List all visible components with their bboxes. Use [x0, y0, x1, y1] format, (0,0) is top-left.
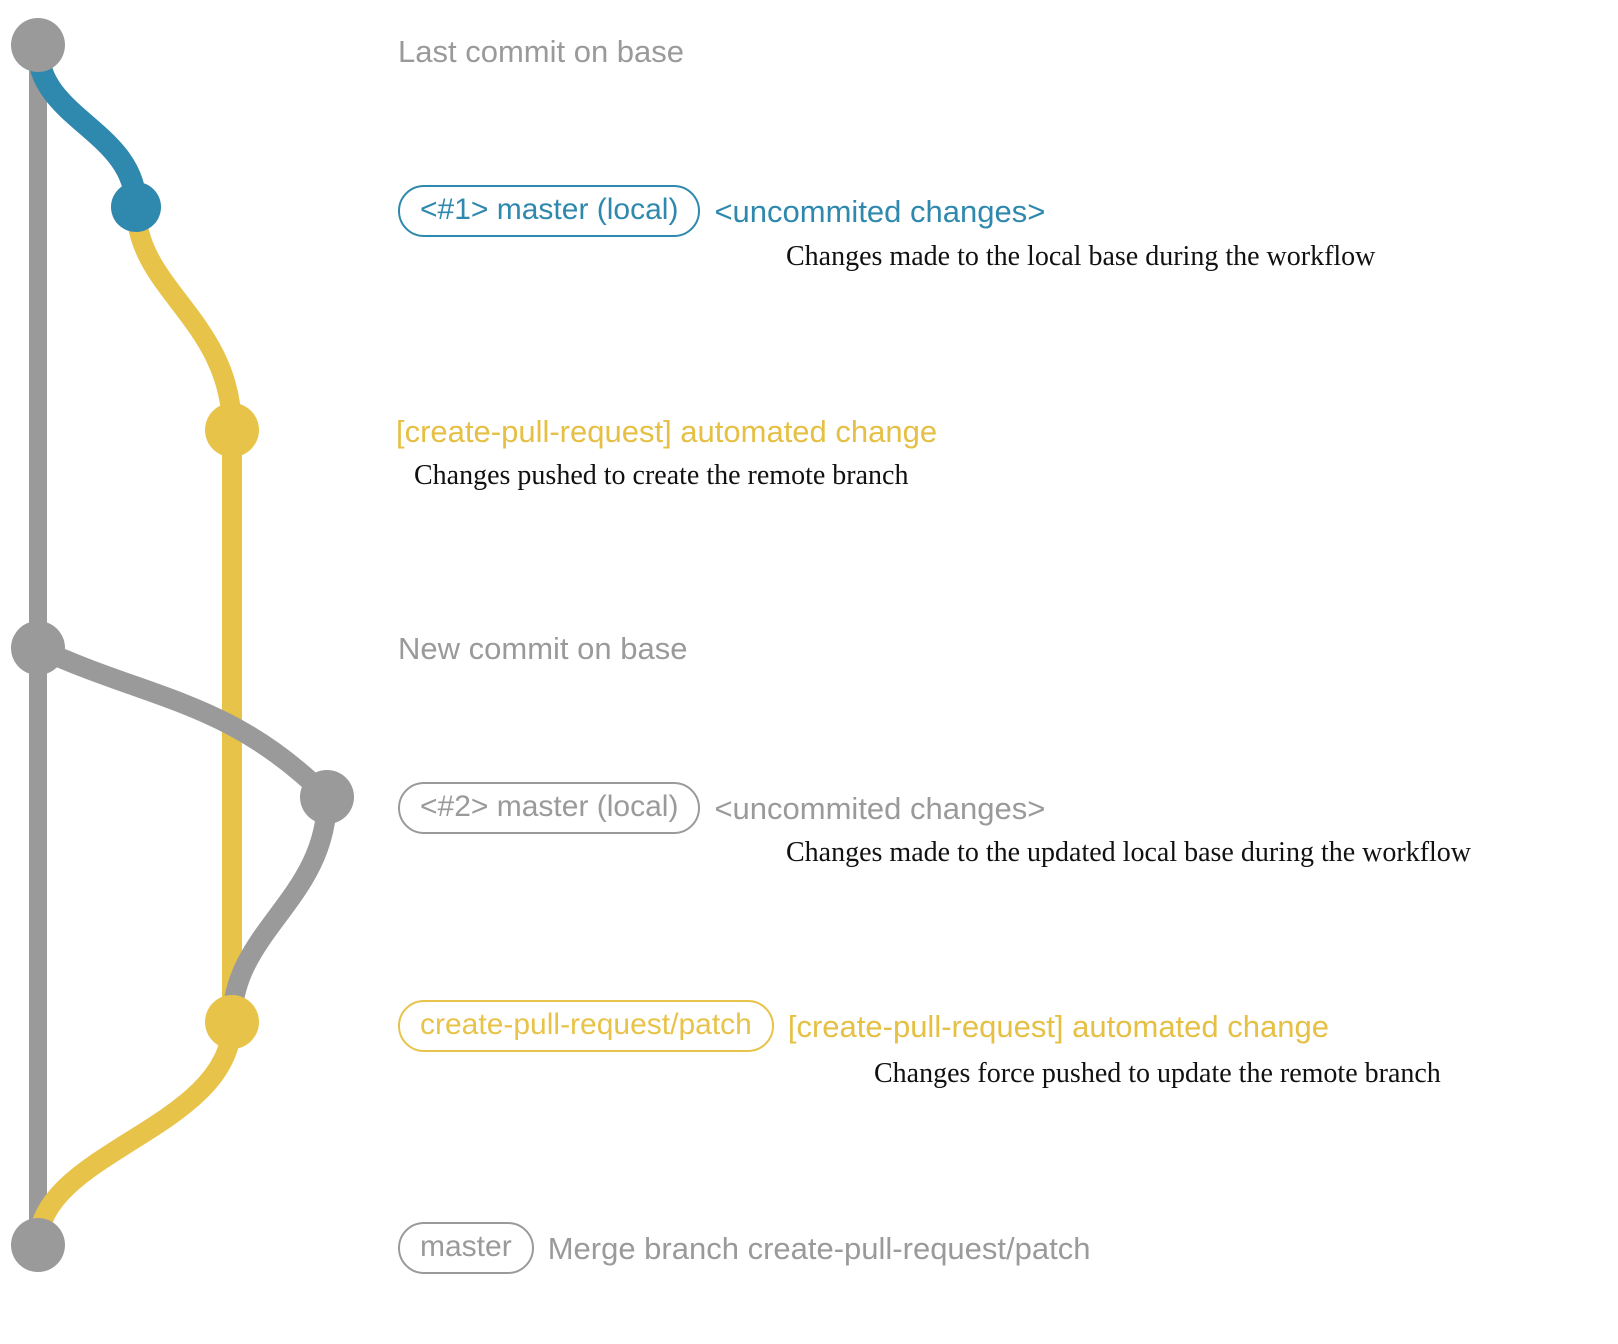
commit-node-base-merge[interactable] [11, 1218, 65, 1272]
commit-message-local-1: <uncommited changes> [714, 193, 1046, 229]
branch-badge-local-1[interactable]: <#1> master (local) [398, 185, 701, 237]
branch-badge-master[interactable]: master [398, 1222, 534, 1274]
row-local-1: <#1> master (local) <uncommited changes> [398, 185, 1045, 237]
commit-message-patch-force-push: [create-pull-request] automated change [787, 1008, 1329, 1044]
commit-message-new-commit-on-base: New commit on base [398, 631, 688, 666]
row-main: New commit on base [398, 633, 687, 664]
row-merge: master Merge branch create-pull-request/… [398, 1222, 1090, 1274]
row-main: [create-pull-request] automated change [396, 416, 937, 447]
commit-node-base-last[interactable] [11, 18, 65, 72]
row-main: <#1> master (local) <uncommited changes> [398, 185, 1045, 237]
commit-node-base-new[interactable] [11, 621, 65, 675]
commit-message-patch-create: [create-pull-request] automated change [396, 414, 938, 449]
row-last-commit-on-base: Last commit on base [398, 36, 684, 67]
row-patch-create: [create-pull-request] automated change [396, 416, 937, 447]
commit-node-local-1[interactable] [111, 182, 161, 232]
commit-message-last-commit-on-base: Last commit on base [398, 34, 685, 69]
row-main: Last commit on base [398, 36, 684, 67]
row-local-2: <#2> master (local) <uncommited changes> [398, 782, 1045, 834]
updated-local-branch-line [28, 638, 337, 807]
commit-node-local-2[interactable] [300, 770, 354, 824]
commit-message-local-2: <uncommited changes> [714, 790, 1046, 826]
patch-branch-line-1 [126, 197, 242, 440]
description-patch-force-push: Changes force pushed to update the remot… [874, 1058, 1441, 1089]
row-new-commit-on-base: New commit on base [398, 633, 687, 664]
patch-merge-line [28, 1012, 242, 1255]
description-local-2: Changes made to the updated local base d… [786, 837, 1472, 868]
updated-local-to-patch-line [222, 787, 337, 1032]
row-main: create-pull-request/patch [create-pull-r… [398, 1000, 1329, 1052]
description-local-1: Changes made to the local base during th… [786, 241, 1376, 272]
branch-badge-local-2[interactable]: <#2> master (local) [398, 782, 701, 834]
git-graph [11, 18, 354, 1272]
description-patch-create: Changes pushed to create the remote bran… [414, 460, 909, 491]
local-branch-line-1 [27, 37, 147, 218]
branch-badge-patch[interactable]: create-pull-request/patch [398, 1000, 774, 1052]
row-main: master Merge branch create-pull-request/… [398, 1222, 1090, 1274]
row-patch-force-push: create-pull-request/patch [create-pull-r… [398, 1000, 1329, 1052]
commit-message-merge: Merge branch create-pull-request/patch [547, 1230, 1091, 1266]
row-main: <#2> master (local) <uncommited changes> [398, 782, 1045, 834]
commit-node-patch-create[interactable] [205, 403, 259, 457]
commit-node-patch-force-push[interactable] [205, 995, 259, 1049]
